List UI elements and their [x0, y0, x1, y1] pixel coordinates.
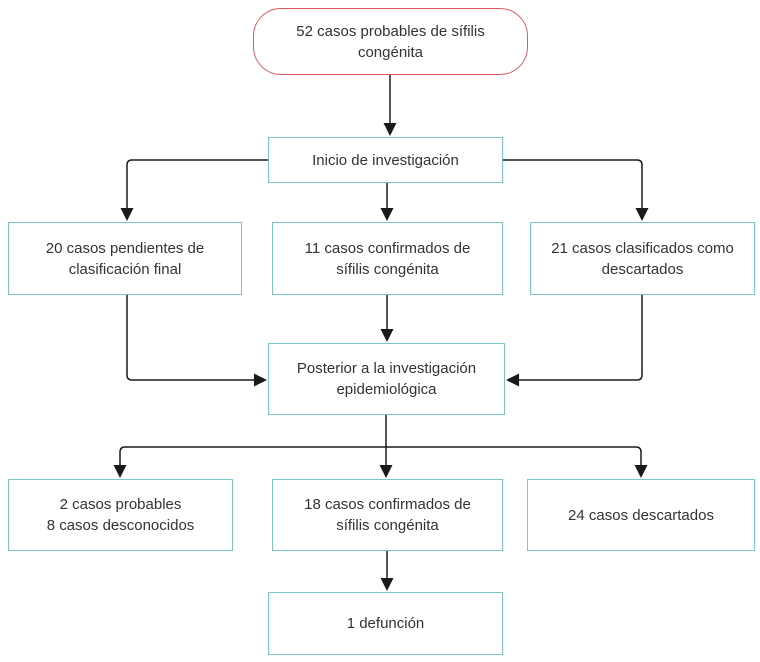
node-label-line: 18 casos confirmados de	[304, 496, 471, 513]
node-label-line: 1 defunción	[346, 615, 425, 632]
node-label-line: descartados	[601, 260, 684, 278]
node-confirmados-11: 11 casos confirmados de sífilis congénit…	[272, 222, 503, 295]
node-label-line: 11 casos confirmados de	[304, 239, 471, 257]
edge-posterior-to-probables	[113, 446, 386, 478]
node-label-line: 20 casos pendientes de	[45, 239, 205, 257]
node-label-line: 24 casos descartados	[568, 506, 714, 524]
node-label-line: 2 casos probables	[59, 496, 182, 513]
edge-inicio-to-clasificados-descartados	[503, 159, 649, 221]
node-label-line: epidemiológica	[336, 381, 437, 398]
node-pendientes-clasificacion: 20 casos pendientes de clasificación fin…	[8, 222, 242, 295]
node-label-line: 52 casos probables de sífilis	[296, 22, 485, 40]
node-probables-desconocidos: 2 casos probables 8 casos desconocidos	[8, 479, 233, 551]
node-label-line: sífilis congénita	[336, 260, 439, 278]
node-defuncion: 1 defunción	[268, 592, 503, 655]
edge-pendientes-to-posterior	[126, 295, 267, 387]
node-start-casos-probables: 52 casos probables de sífilis congénita	[253, 8, 528, 75]
node-label-line: clasificación final	[68, 260, 182, 278]
node-label-line: 21 casos clasificados como	[551, 239, 734, 257]
node-posterior-investigacion: Posterior a la investigación epidemiológ…	[268, 343, 505, 415]
node-inicio-investigacion: Inicio de investigación	[268, 137, 503, 183]
node-clasificados-descartados: 21 casos clasificados como descartados	[530, 222, 755, 295]
node-label-line: sífilis congénita	[336, 517, 439, 534]
node-label-line: congénita	[357, 43, 424, 61]
node-label-line: 8 casos desconocidos	[46, 517, 195, 534]
edge-clasificados-to-posterior	[506, 295, 643, 387]
edge-posterior-to-descartados-24	[386, 446, 648, 478]
node-descartados-24: 24 casos descartados	[527, 479, 755, 551]
edge-inicio-to-pendientes	[120, 159, 268, 221]
node-label-line: Posterior a la investigación	[296, 360, 477, 377]
node-confirmados-18: 18 casos confirmados de sífilis congénit…	[272, 479, 503, 551]
node-label-line: Inicio de investigación	[312, 151, 459, 169]
